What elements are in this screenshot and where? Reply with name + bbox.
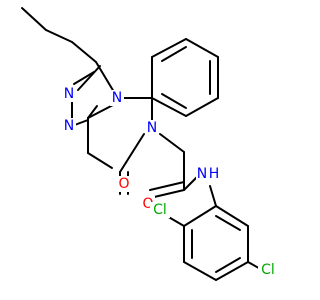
bond [119, 133, 145, 173]
bond [185, 97, 219, 117]
bond [159, 133, 185, 153]
bond [161, 46, 187, 62]
bond [151, 38, 187, 58]
bond [77, 65, 101, 91]
bond [71, 41, 97, 63]
bond [73, 71, 95, 85]
atom-label-n-bridgehead: N [112, 90, 122, 106]
bond [21, 7, 47, 31]
bond [149, 181, 185, 191]
molecule-structure-diagram: N N N N O O N H Cl Cl [21, 7, 278, 281]
bond [209, 185, 217, 207]
bond [149, 189, 185, 199]
atom-label-n-triazole-1: N [64, 86, 74, 102]
bond [87, 103, 116, 119]
bond [183, 205, 217, 227]
atom-label-layer: N N N N O O N H Cl Cl [62, 86, 278, 278]
atom-label-nh-n: N [197, 166, 207, 182]
atom-label-n-ring: N [147, 120, 157, 136]
bond [215, 257, 241, 273]
bond-layer [21, 7, 267, 281]
atom-label-cl-ortho: Cl [153, 202, 167, 218]
atom-label-o-amide: O [142, 196, 153, 212]
atom-label-n-triazole-2: N [64, 118, 74, 134]
bond [87, 105, 98, 119]
bond [161, 93, 187, 109]
bond [215, 261, 249, 281]
bond [185, 38, 219, 58]
bond [183, 261, 217, 281]
atom-label-cl-meta: Cl [261, 262, 275, 278]
atom-label-nh-h: H [209, 166, 220, 182]
bond [87, 152, 113, 169]
bond [45, 29, 73, 43]
bond [215, 215, 241, 231]
bond [215, 205, 249, 227]
bond [151, 97, 187, 117]
atom-label-o-carbonyl-ring: O [118, 176, 129, 192]
